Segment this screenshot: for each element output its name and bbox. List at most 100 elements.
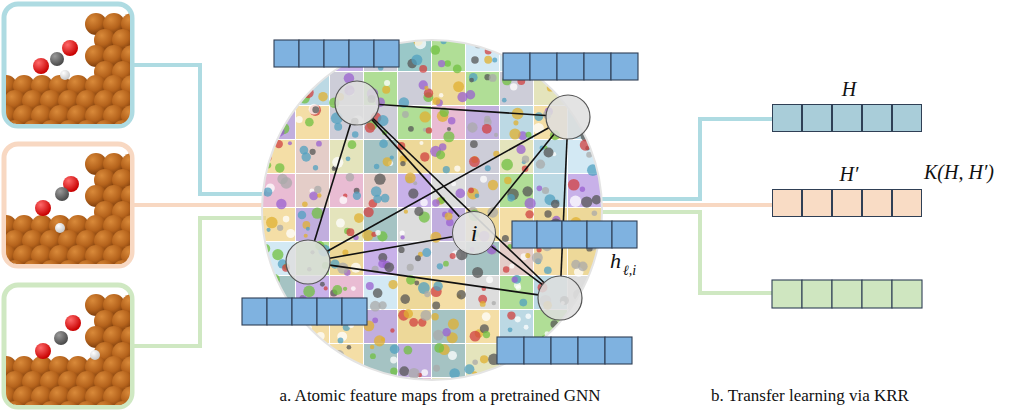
mosaic-atom [507,311,515,319]
mosaic-atom [617,292,622,297]
mosaic-atom [605,250,610,255]
mosaic-atom [610,40,621,51]
mosaic-atom [413,181,417,185]
graph-edge [327,128,549,252]
mosaic-atom [318,92,328,102]
vector-cell [862,189,892,217]
mosaic-atom [457,290,466,299]
mosaic-atom [470,140,478,148]
mosaic-atom [263,187,272,196]
mosaic-atom [398,247,404,253]
molecule-atom [33,58,49,74]
mosaic-atom [334,123,342,131]
mosaic-atom [578,262,588,272]
mosaic-atom [433,330,444,341]
vector-name: H [772,78,926,100]
mosaic-atom [580,187,585,192]
mosaic-atom [420,199,427,206]
mosaic-tile [602,174,635,207]
vector-name: H′ [772,163,926,185]
mosaic-atom [483,331,490,338]
mosaic-atom [544,210,551,217]
mosaic-atom [619,92,625,98]
mosaic-tile [398,242,431,275]
copper-atom [94,401,116,405]
mosaic-atom [485,165,491,171]
mosaic-tile [398,106,431,139]
mosaic-tile [296,140,329,173]
mosaic-atom [419,65,427,73]
mosaic-atom [400,231,405,236]
kernel-label: K(H, H′) [924,160,994,184]
mosaic-atom [508,37,517,46]
mosaic-atom [272,249,283,260]
mosaic-atom [399,366,409,376]
mosaic-atom [404,210,408,214]
mosaic-atom [616,178,623,185]
mosaic-atom [354,213,364,223]
vector-cell [524,337,551,364]
vector-cell [892,280,922,308]
mosaic-atom [419,80,428,89]
mosaic-atom [390,356,397,363]
mosaic-atom [338,337,344,343]
vector-cell [612,221,637,248]
vector-cell [342,298,367,325]
mosaic-atom [480,301,486,307]
mosaic-atom [277,225,283,231]
mosaic-atom [348,140,357,149]
mosaic-atom [436,150,445,159]
mosaic-atom [335,358,343,366]
mosaic-atom [277,97,283,103]
mosaic-atom [390,155,394,159]
mosaic-atom [400,161,405,166]
mosaic-atom [319,347,327,355]
molecule-atom [35,200,51,216]
mosaic-atom [343,287,347,291]
mosaic-tile [500,106,533,139]
mosaic-atom [574,40,584,50]
mosaic-atom [407,264,414,271]
mosaic-tile [602,106,635,139]
mosaic-atom [364,207,374,217]
vector-cells [772,189,926,217]
feature-vector [512,221,637,248]
mosaic-atom [336,219,345,228]
mosaic-atom [593,141,597,145]
vector-cell [862,104,892,132]
mosaic-atom [304,234,308,238]
frame-border [4,144,132,266]
vector-cell [802,280,832,308]
mosaic-atom [454,166,460,172]
molecule-atom [60,70,70,80]
mosaic-atom [272,125,280,133]
mosaic-atom [468,187,474,193]
mosaic-atom [507,194,515,202]
mosaic-tile [534,140,567,173]
graph-edge [330,237,453,258]
mosaic-atom [276,199,286,209]
mosaic-tile [432,140,465,173]
vector-cells [772,104,926,132]
graph-edge [314,124,350,241]
mosaic-tile [330,174,363,207]
vector-cell [802,104,832,132]
vector-cell [832,280,862,308]
mosaic-atom [312,359,324,371]
vector-cell [274,40,299,67]
copper-atom [112,401,130,405]
wire [601,212,772,293]
mosaic-atom [322,363,332,373]
mosaic-atom [373,288,383,298]
mosaic-tile [398,276,431,309]
copper-atom [6,260,26,264]
mosaic-atom [298,211,307,220]
vector-cell [832,104,862,132]
mosaic-atom [513,120,518,125]
panel-caption: a. Atomic feature maps from a pretrained… [200,386,680,406]
mosaic-atom [445,212,453,220]
vector-cell [802,189,832,217]
mosaic-atom [575,316,587,328]
mosaic-atom [501,159,513,171]
mosaic-atom [469,156,480,167]
